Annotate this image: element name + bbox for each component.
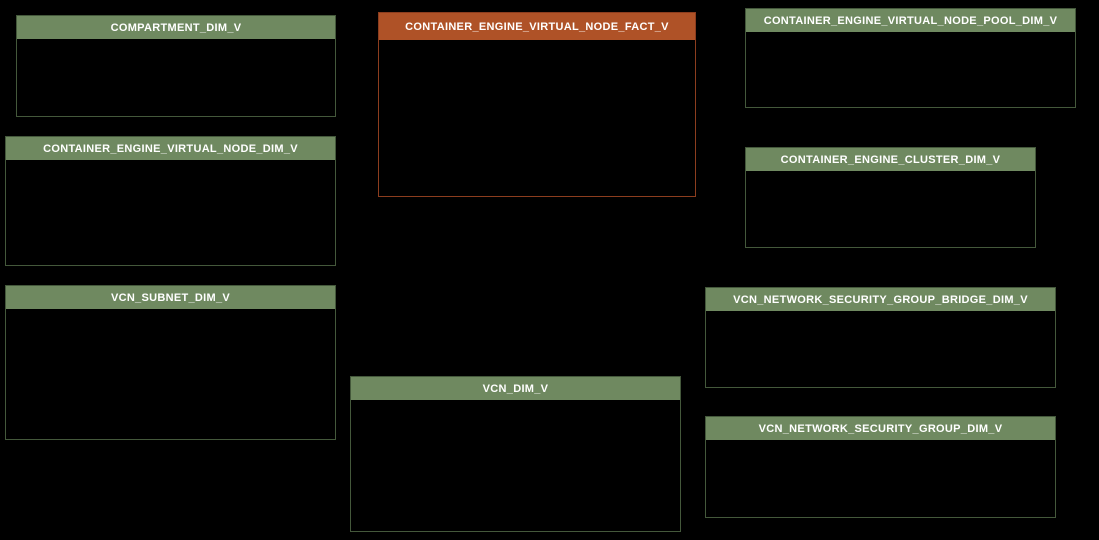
entity-title: VCN_NETWORK_SECURITY_GROUP_BRIDGE_DIM_V	[706, 288, 1055, 311]
entity-title: VCN_NETWORK_SECURITY_GROUP_DIM_V	[706, 417, 1055, 440]
entity-title: VCN_DIM_V	[351, 377, 680, 400]
entity-container-engine-virtual-node-fact-v[interactable]: CONTAINER_ENGINE_VIRTUAL_NODE_FACT_V	[378, 12, 696, 197]
entity-body	[379, 40, 695, 196]
entity-title: CONTAINER_ENGINE_VIRTUAL_NODE_FACT_V	[379, 13, 695, 40]
entity-body	[706, 311, 1055, 387]
entity-container-engine-virtual-node-dim-v[interactable]: CONTAINER_ENGINE_VIRTUAL_NODE_DIM_V	[5, 136, 336, 266]
entity-body	[746, 32, 1075, 107]
entity-body	[706, 440, 1055, 517]
entity-container-engine-virtual-node-pool-dim-v[interactable]: CONTAINER_ENGINE_VIRTUAL_NODE_POOL_DIM_V	[745, 8, 1076, 108]
entity-body	[6, 309, 335, 439]
entity-title: COMPARTMENT_DIM_V	[17, 16, 335, 39]
entity-body	[17, 39, 335, 116]
entity-body	[6, 160, 335, 265]
entity-compartment-dim-v[interactable]: COMPARTMENT_DIM_V	[16, 15, 336, 117]
entity-title: CONTAINER_ENGINE_CLUSTER_DIM_V	[746, 148, 1035, 171]
entity-title: CONTAINER_ENGINE_VIRTUAL_NODE_POOL_DIM_V	[746, 9, 1075, 32]
entity-vcn-dim-v[interactable]: VCN_DIM_V	[350, 376, 681, 532]
entity-body	[351, 400, 680, 531]
entity-body	[746, 171, 1035, 247]
entity-vcn-subnet-dim-v[interactable]: VCN_SUBNET_DIM_V	[5, 285, 336, 440]
entity-container-engine-cluster-dim-v[interactable]: CONTAINER_ENGINE_CLUSTER_DIM_V	[745, 147, 1036, 248]
entity-title: VCN_SUBNET_DIM_V	[6, 286, 335, 309]
entity-title: CONTAINER_ENGINE_VIRTUAL_NODE_DIM_V	[6, 137, 335, 160]
entity-vcn-network-security-group-bridge-dim-v[interactable]: VCN_NETWORK_SECURITY_GROUP_BRIDGE_DIM_V	[705, 287, 1056, 388]
entity-vcn-network-security-group-dim-v[interactable]: VCN_NETWORK_SECURITY_GROUP_DIM_V	[705, 416, 1056, 518]
